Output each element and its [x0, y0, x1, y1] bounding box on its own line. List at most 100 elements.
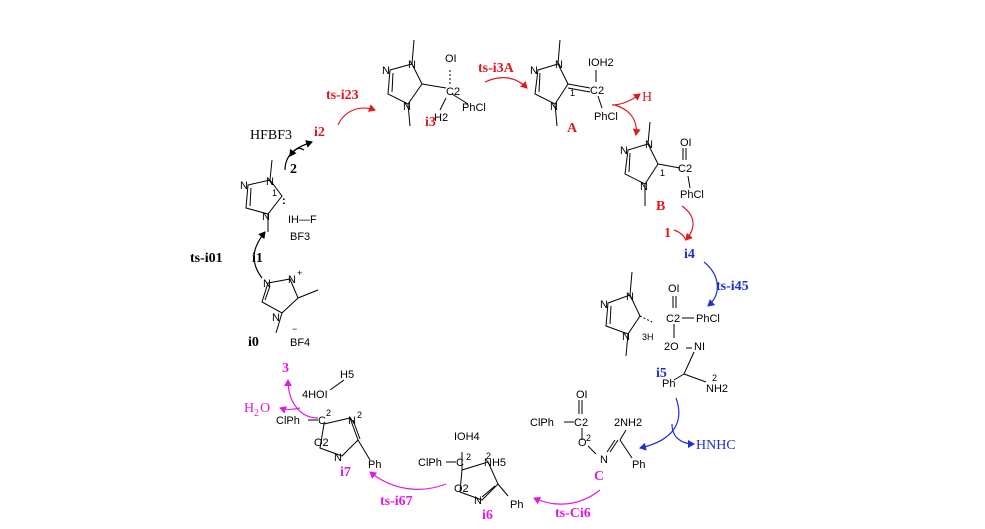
structure-i7: ClPh C 2 N 2 O2 N Ph i7: [276, 408, 381, 480]
charge-plus: +: [297, 268, 302, 278]
arrow-ts-ci6: [533, 489, 601, 505]
atom-n: N: [288, 274, 296, 286]
atom-oi: OI: [668, 283, 680, 295]
atom-c2: C2: [678, 163, 692, 175]
atom-n: N: [550, 101, 558, 113]
label-ts-i23: ts-i23: [326, 88, 359, 103]
atom-n: N: [266, 176, 274, 188]
atom-clph: ClPh: [418, 457, 442, 469]
structure-C: OI ClPh C2 O 2 N 2NH2 Ph C: [530, 389, 645, 484]
label-A: A: [567, 121, 578, 136]
label-ts-i3a: ts-i3A: [478, 61, 515, 76]
atom-ph: Ph: [662, 378, 675, 390]
atom-nh2: NH2: [706, 383, 728, 395]
arrow-ts-i45: [703, 261, 718, 307]
label-i5: i5: [656, 366, 667, 381]
atom-n: N: [240, 180, 248, 192]
label-ts-i67: ts-i67: [380, 494, 413, 509]
label-ts-i45: ts-i45: [716, 279, 749, 294]
atom-n: N: [408, 59, 416, 71]
structure-i3: N N N OI C2 H2 PhCl i3: [382, 39, 486, 130]
label-hfbf3: HFBF3: [250, 128, 292, 143]
atom-locant-2: 2: [357, 410, 362, 420]
atom-n: N: [348, 415, 356, 427]
label-ts-ci6: ts-Ci6: [555, 506, 591, 521]
atom-clph: ClPh: [530, 417, 554, 429]
atom-locant-2: 2: [486, 451, 491, 461]
arrow-release-hfbf3: [289, 147, 305, 157]
atom-2o: 2O: [664, 341, 679, 353]
arrow-add-1: [673, 229, 687, 241]
arrow-to-h2o: [279, 406, 301, 414]
atom-oi: OI: [445, 53, 457, 65]
arrow-ts-i67: [369, 471, 447, 490]
arrow-i5-to-c: [639, 397, 680, 451]
atom-ni: NI: [694, 341, 705, 353]
atom-c2: C2: [446, 86, 460, 98]
atom-n: N: [263, 278, 271, 290]
arrow-a-to-b: [614, 104, 641, 136]
atom-ioh2: IOH2: [588, 57, 614, 69]
atom-locant-2: 2: [326, 408, 331, 418]
carbene-lone-pair: :: [282, 195, 286, 207]
atom-c: C: [318, 415, 326, 427]
atom-3h: 3H: [642, 332, 654, 342]
atom-c: C: [456, 457, 464, 469]
label-i7: i7: [340, 465, 351, 480]
label-h: H: [642, 90, 652, 105]
atom-nh5: NH5: [484, 457, 506, 469]
h2o-h: H: [244, 401, 254, 416]
atom-clph: ClPh: [276, 415, 300, 427]
atom-n: N: [600, 454, 608, 466]
structure-i5: N N N 3H OI C2 PhCl 2O NI Ph 2 NH2 i5: [600, 271, 728, 395]
atom-ph: Ph: [510, 499, 523, 511]
atom-n: N: [403, 101, 411, 113]
label-i6: i6: [482, 508, 493, 523]
atom-n: N: [645, 139, 653, 151]
atom-n: N: [622, 331, 630, 343]
atom-locant-1: 1: [660, 168, 665, 178]
structure-i0: N N + N − BF4 i0: [248, 268, 319, 350]
arrow-release-water: [284, 379, 319, 419]
atom-c2: C2: [574, 417, 588, 429]
atom-o2: O2: [454, 483, 469, 495]
label-hnhc: HNHC: [696, 438, 736, 453]
arrow-release-hnhc: [671, 423, 695, 448]
arrow-ts-i23: [337, 104, 376, 126]
water-fragment: H5 4HOI: [302, 369, 354, 401]
atom-phcl: PhCl: [680, 189, 704, 201]
atom-2nh2: 2NH2: [614, 417, 642, 429]
atom-h2: H2: [434, 112, 448, 124]
atom-oi: OI: [576, 389, 588, 401]
atom-n: N: [620, 145, 628, 157]
structure-i1: N N 1 : N IH—F BF3 i1: [240, 159, 317, 266]
atom-locant-2: 2: [712, 373, 717, 383]
label-3: 3: [282, 361, 289, 376]
atom-phcl: PhCl: [594, 111, 618, 123]
atom-locant-2: 2: [586, 433, 591, 443]
label-i3: i3: [425, 115, 436, 130]
label-i4: i4: [684, 247, 695, 262]
label-h2o: H 2 O: [244, 401, 270, 419]
h2o-o: O: [260, 401, 270, 416]
arrow-release-h: [611, 93, 641, 106]
atom-phcl: PhCl: [696, 313, 720, 325]
atom-bf4: BF4: [290, 337, 310, 349]
h2o-sub: 2: [254, 408, 259, 419]
structure-A: N N N 1 IOH2 C2 PhCl A: [530, 39, 618, 136]
atom-c2: C2: [590, 85, 604, 97]
atom-o2: O2: [314, 437, 329, 449]
arrow-ts-i3a: [484, 77, 528, 89]
structure-i6: IOH4 ClPh C 2 NH5 2 O2 N Ph i6: [418, 431, 523, 523]
atom-n: N: [334, 452, 342, 464]
label-C: C: [594, 469, 604, 484]
atom-n: N: [474, 495, 482, 507]
atom-c2: C2: [666, 313, 680, 325]
arrow-b-to-i4: [681, 205, 694, 241]
atom-ph: Ph: [632, 459, 645, 471]
atom-ph: Ph: [368, 459, 381, 471]
atom-locant-1: 1: [570, 88, 575, 98]
label-i2: i2: [314, 125, 325, 140]
